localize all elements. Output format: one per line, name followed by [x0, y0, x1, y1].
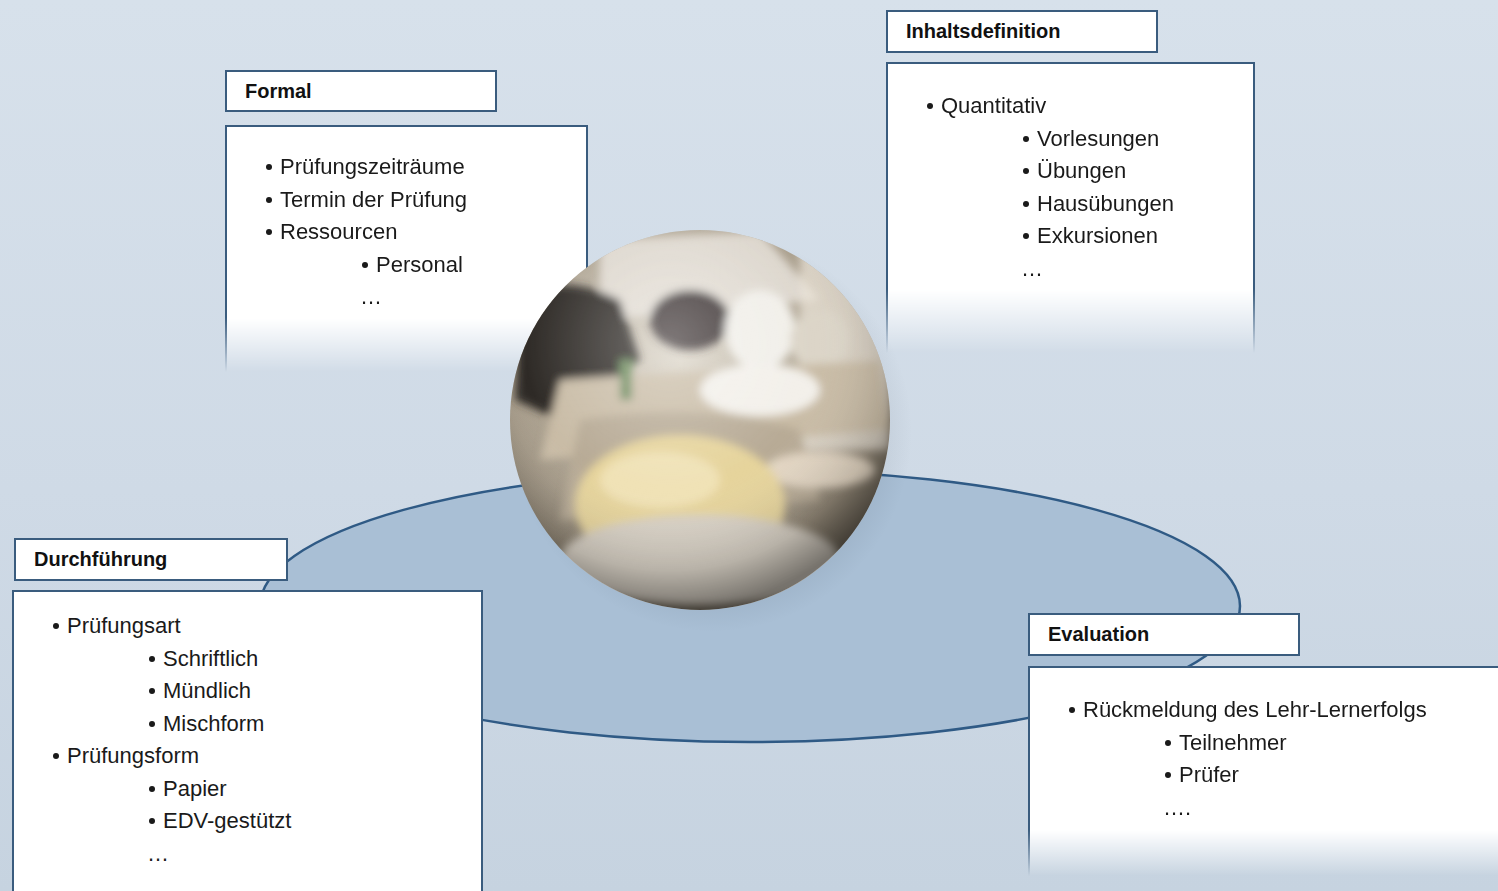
list-line: Mischform — [163, 708, 264, 740]
sub-item: Prüfer — [1179, 762, 1239, 787]
bullet-dot — [149, 656, 155, 662]
list-line: EDV-gestützt — [163, 805, 291, 837]
list-line: … — [147, 838, 169, 870]
sub-item: Exkursionen — [1037, 223, 1158, 248]
list-line: Prüfer — [1179, 759, 1239, 791]
list-item: Ressourcen — [280, 219, 397, 244]
bullet-dot — [1023, 201, 1029, 207]
section-list-box: PrüfungsartSchriftlichMündlichMischformP… — [12, 590, 483, 891]
sub-item: Teilnehmer — [1179, 730, 1287, 755]
bullet-dot — [1023, 168, 1029, 174]
list-line: Ressourcen — [280, 216, 397, 248]
list-line: Papier — [163, 773, 227, 805]
list-line: … — [1021, 253, 1043, 285]
section-heading-box: Formal — [225, 70, 497, 112]
sub-item: Vorlesungen — [1037, 126, 1159, 151]
sub-item: Übungen — [1037, 158, 1126, 183]
bullet-dot — [362, 262, 368, 268]
section-heading: Durchführung — [34, 540, 167, 579]
bullet-dot — [1023, 233, 1029, 239]
list-item: Termin der Prüfung — [280, 187, 467, 212]
list-line: Prüfungsform — [67, 740, 199, 772]
ellipsis: … — [360, 284, 382, 309]
list-item: Prüfungsform — [67, 743, 199, 768]
list-line: Teilnehmer — [1179, 727, 1287, 759]
bullet-dot — [266, 229, 272, 235]
bullet-dot — [266, 164, 272, 170]
section-list-box: QuantitativVorlesungenÜbungenHausübungen… — [886, 62, 1255, 353]
sphere-shadow — [512, 232, 912, 632]
sub-item: Schriftlich — [163, 646, 258, 671]
bullet-dot — [1165, 740, 1171, 746]
sub-item: Papier — [163, 776, 227, 801]
section-heading-box: Durchführung — [14, 538, 288, 581]
list-line: Personal — [376, 249, 463, 281]
sub-item: Personal — [376, 252, 463, 277]
section-list-box: PrüfungszeiträumeTermin der PrüfungResso… — [225, 125, 588, 372]
section-heading: Formal — [245, 72, 312, 110]
classroom-photo — [505, 225, 895, 615]
list-line: Prüfungszeiträume — [280, 151, 465, 183]
list-item: Prüfungsart — [67, 613, 181, 638]
list-item: Quantitativ — [941, 93, 1046, 118]
bullet-dot — [149, 786, 155, 792]
list-item: Rückmeldung des Lehr-Lernerfolgs — [1083, 697, 1427, 722]
bullet-dot — [149, 721, 155, 727]
list-line: Termin der Prüfung — [280, 184, 467, 216]
sub-item: Mischform — [163, 711, 264, 736]
list-line: Vorlesungen — [1037, 123, 1159, 155]
list-line: Exkursionen — [1037, 220, 1158, 252]
bullet-dot — [266, 197, 272, 203]
ellipsis: …. — [1163, 795, 1191, 820]
bullet-dot — [53, 753, 59, 759]
list-line: Prüfungsart — [67, 610, 181, 642]
bullet-dot — [53, 623, 59, 629]
section-heading-box: Inhaltsdefinition — [886, 10, 1158, 53]
section-heading: Inhaltsdefinition — [906, 12, 1060, 51]
sub-item: Mündlich — [163, 678, 251, 703]
section-heading-box: Evaluation — [1028, 613, 1300, 656]
ellipsis: … — [147, 841, 169, 866]
list-item: Prüfungszeiträume — [280, 154, 465, 179]
section-list-box: Rückmeldung des Lehr-LernerfolgsTeilnehm… — [1028, 666, 1498, 876]
bullet-dot — [1069, 707, 1075, 713]
bullet-dot — [1023, 136, 1029, 142]
list-line: Hausübungen — [1037, 188, 1174, 220]
list-line: …. — [1163, 792, 1191, 824]
list-line: Übungen — [1037, 155, 1126, 187]
list-line: Schriftlich — [163, 643, 258, 675]
list-line: Rückmeldung des Lehr-Lernerfolgs — [1083, 694, 1427, 726]
sub-item: Hausübungen — [1037, 191, 1174, 216]
list-line: Quantitativ — [941, 90, 1046, 122]
section-heading: Evaluation — [1048, 615, 1149, 654]
bullet-dot — [1165, 772, 1171, 778]
bullet-dot — [149, 688, 155, 694]
ellipsis: … — [1021, 256, 1043, 281]
bullet-dot — [927, 103, 933, 109]
list-line: … — [360, 281, 382, 313]
bullet-dot — [149, 818, 155, 824]
list-line: Mündlich — [163, 675, 251, 707]
sub-item: EDV-gestützt — [163, 808, 291, 833]
